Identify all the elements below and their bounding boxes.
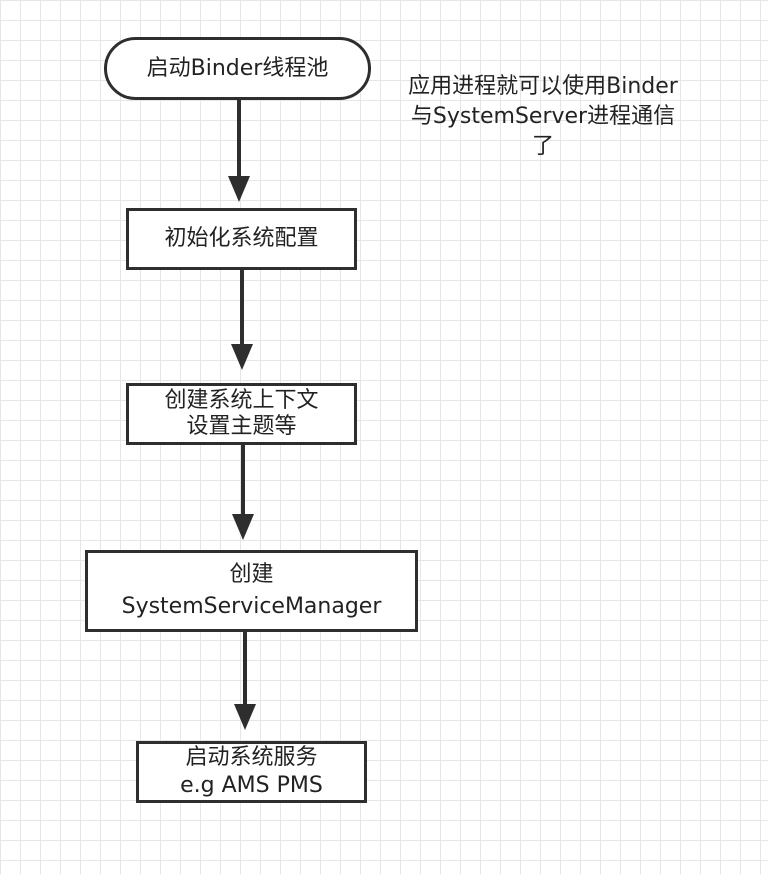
create-system-context-node: 创建系统上下文 设置主题等	[126, 383, 357, 445]
node-label-line-2: SystemServiceManager	[121, 594, 382, 619]
node-label-line-1: 创建系统上下文	[164, 388, 319, 413]
arrow-1	[228, 100, 250, 202]
arrow-2	[231, 270, 253, 370]
node-label-line-1: 创建	[229, 562, 274, 587]
arrow-4	[234, 632, 256, 730]
start-binder-threadpool-node: 启动Binder线程池	[104, 37, 371, 100]
node-label: 初始化系统配置	[164, 226, 319, 251]
arrow-3	[232, 445, 254, 540]
note-line-2: 与SystemServer进程通信	[410, 104, 676, 129]
node-label-line-1: 启动系统服务	[185, 745, 318, 770]
node-label-line-2: 设置主题等	[186, 414, 297, 439]
note-line-3: 了	[531, 134, 554, 159]
node-label-line-2: e.g AMS PMS	[180, 773, 323, 798]
node-label: 启动Binder线程池	[146, 55, 329, 81]
create-system-service-manager-node: 创建 SystemServiceManager	[85, 550, 418, 632]
note-line-1: 应用进程就可以使用Binder	[408, 74, 678, 99]
start-system-services-node: 启动系统服务 e.g AMS PMS	[136, 741, 367, 803]
init-system-config-node: 初始化系统配置	[126, 208, 357, 270]
side-note: 应用进程就可以使用Binder 与SystemServer进程通信 了	[378, 72, 708, 162]
